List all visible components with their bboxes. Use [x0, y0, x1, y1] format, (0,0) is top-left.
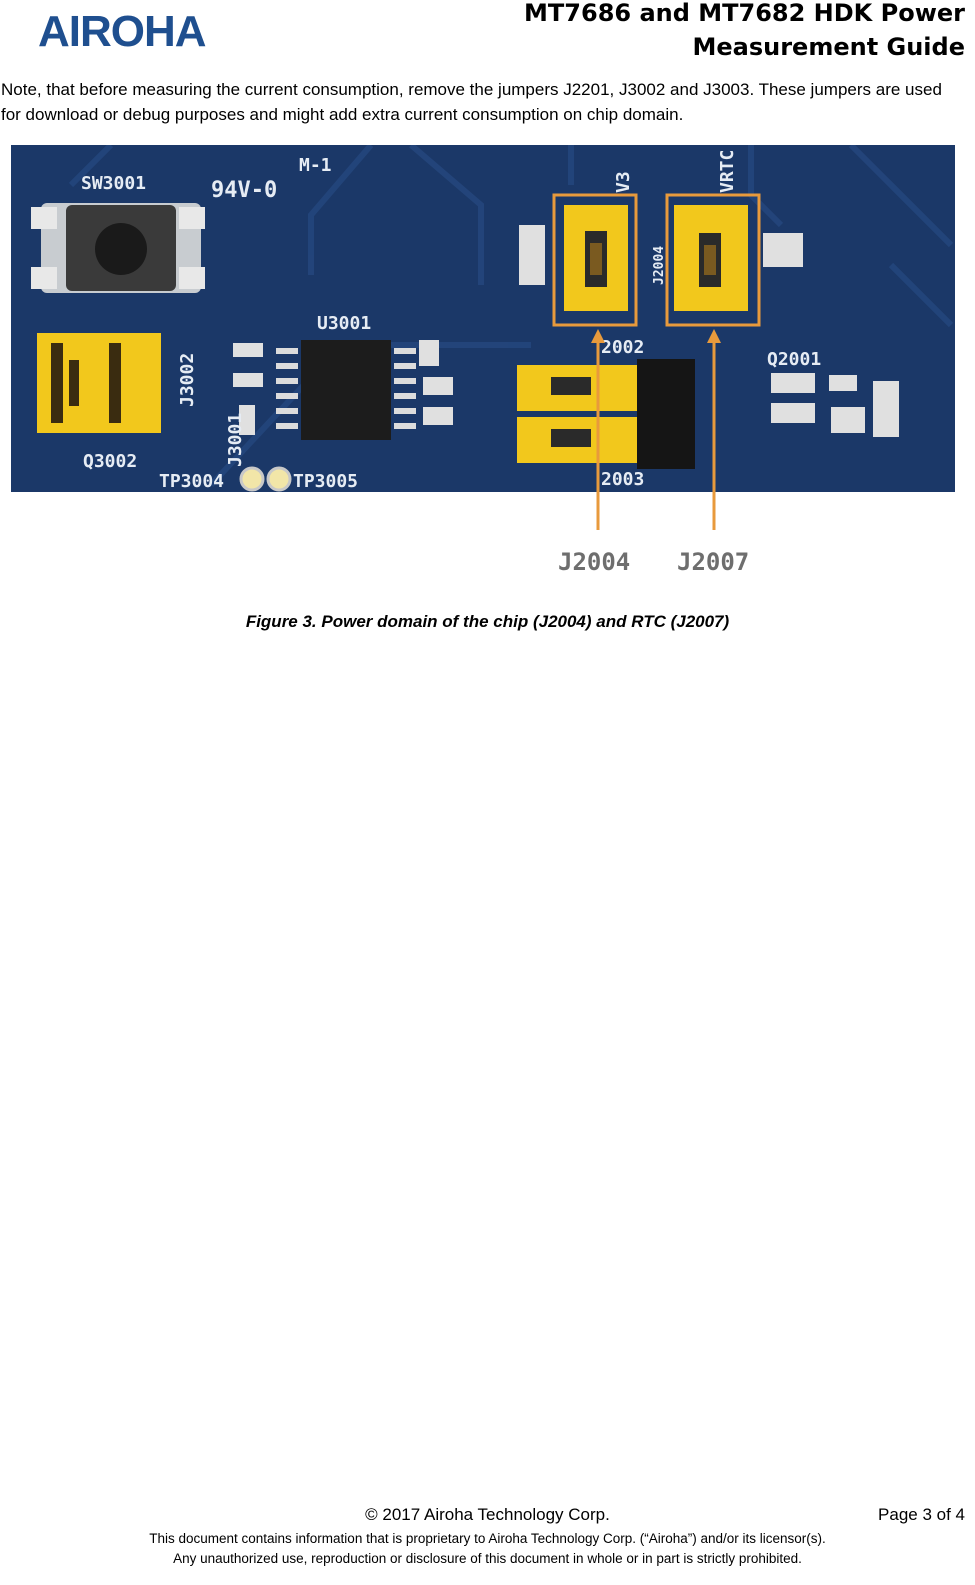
highlight-box-j2007	[665, 193, 761, 327]
airoha-logo: AIROHA	[38, 8, 207, 50]
switch-sw3001	[31, 203, 205, 293]
callout-label-j2004: J2004	[558, 548, 630, 576]
figure-caption: Figure 3. Power domain of the chip (J200…	[245, 612, 730, 631]
silkscreen-tp3004: TP3004	[159, 471, 224, 492]
title-line-2: Measurement Guide	[692, 33, 965, 61]
footer-disclaimer-line-1: This document contains information that …	[149, 1531, 826, 1546]
footer-page-number: Page 3 of 4	[878, 1505, 965, 1524]
silkscreen-j3002: J3002	[177, 353, 198, 407]
callout-annotations: J2004 J2007	[558, 492, 749, 576]
silkscreen-u3001: U3001	[317, 313, 371, 334]
silkscreen-2002: 2002	[601, 337, 644, 358]
document-title: MT7686 and MT7682 HDK Power Measurement …	[524, 0, 965, 64]
logo-text: AIROHA	[38, 8, 206, 50]
callout-label-j2007: J2007	[677, 548, 749, 576]
jumper-j2004	[564, 205, 628, 311]
jumper-j2002-j2003	[517, 359, 695, 469]
jumper-j3002	[37, 333, 161, 433]
silkscreen-m1: M-1	[299, 155, 332, 176]
silkscreen-q2001: Q2001	[767, 349, 821, 370]
jumper-j2007	[674, 205, 748, 311]
silkscreen-v3: V3	[613, 171, 634, 193]
silkscreen-j3001: J3001	[225, 413, 246, 467]
silkscreen-2003: 2003	[601, 469, 644, 490]
note-paragraph: Note, that before measuring the current …	[1, 80, 942, 124]
silkscreen-vrtc: VRTC	[717, 150, 738, 193]
silkscreen-sw3001: SW3001	[81, 173, 146, 194]
chip-u3001	[276, 340, 416, 440]
footer-disclaimer-line-2: Any unauthorized use, reproduction or di…	[173, 1551, 802, 1566]
silkscreen-labels: SW3001 94V-0 M-1 U3001 J3002 J3001 Q3002…	[81, 150, 821, 492]
silkscreen-j2004: J2004	[652, 246, 667, 285]
title-line-1: MT7686 and MT7682 HDK Power	[524, 0, 965, 27]
silkscreen-94v0: 94V-0	[211, 178, 277, 203]
highlight-box-j2004	[552, 193, 638, 327]
footer-copyright: © 2017 Airoha Technology Corp.	[365, 1505, 610, 1524]
silkscreen-q3002: Q3002	[83, 451, 137, 472]
pcb-photo: SW3001 94V-0 M-1 U3001 J3002 J3001 Q3002…	[11, 145, 955, 492]
silkscreen-tp3005: TP3005	[293, 471, 358, 492]
